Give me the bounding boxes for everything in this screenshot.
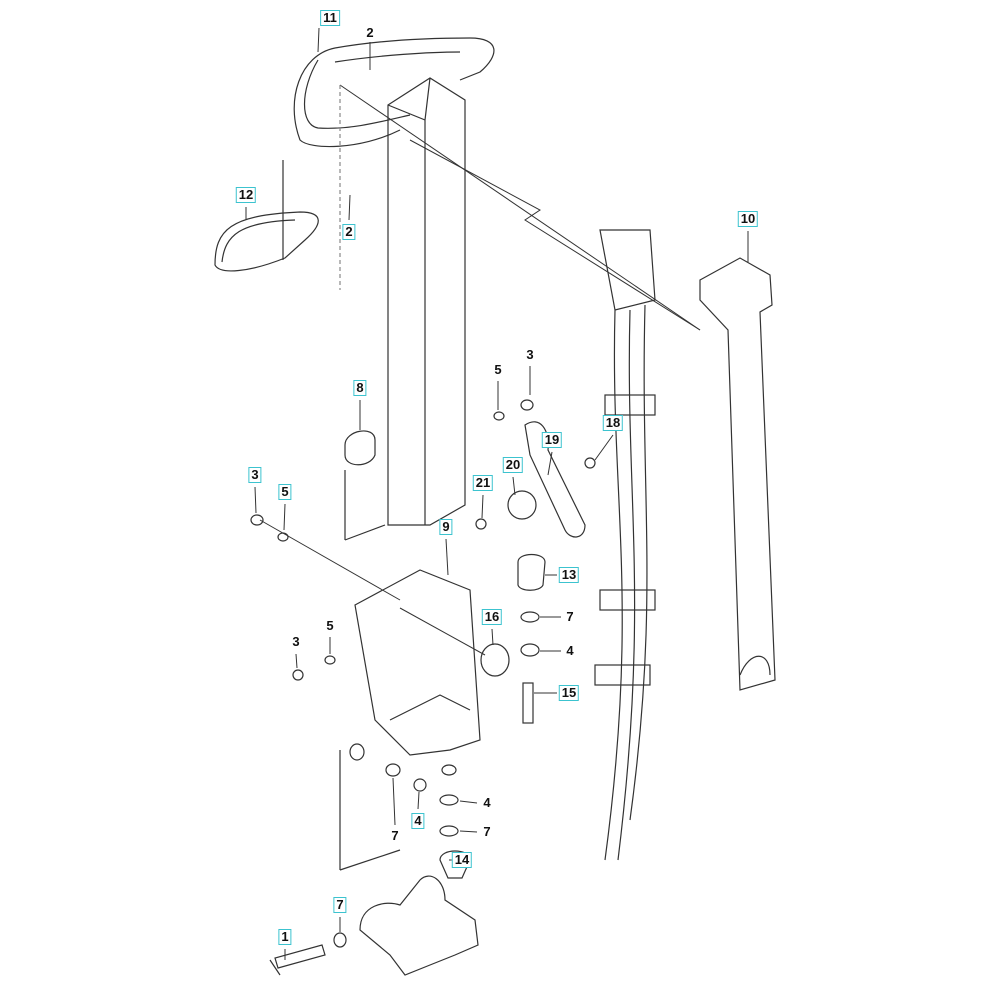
callout-11[interactable]: 11 <box>320 10 340 26</box>
callout-18[interactable]: 18 <box>602 415 624 431</box>
bumper-20 <box>507 490 537 520</box>
callout-14[interactable]: 14 <box>451 852 473 868</box>
callout-5[interactable]: 5 <box>494 362 502 377</box>
callout-7d[interactable]: 7 <box>333 897 347 913</box>
callout-21[interactable]: 21 <box>472 475 494 491</box>
callout-3[interactable]: 3 <box>526 347 534 362</box>
callout-20[interactable]: 20 <box>502 457 524 473</box>
callout-8[interactable]: 8 <box>353 380 367 396</box>
loop-handle <box>214 211 319 272</box>
callout-7b[interactable]: 7 <box>391 828 399 843</box>
main-column <box>387 77 466 526</box>
handle-bar <box>293 37 495 148</box>
rubber-bumper-16 <box>480 643 510 677</box>
callout-5c[interactable]: 5 <box>326 618 334 633</box>
callout-10[interactable]: 10 <box>737 211 759 227</box>
rubber-bumper-8 <box>344 430 376 466</box>
callout-9[interactable]: 9 <box>439 519 453 535</box>
callout-13[interactable]: 13 <box>558 567 580 583</box>
callout-19[interactable]: 19 <box>541 432 563 448</box>
callout-15[interactable]: 15 <box>558 685 580 701</box>
callout-4b[interactable]: 4 <box>483 795 491 810</box>
callout-7[interactable]: 7 <box>566 609 574 624</box>
callout-4[interactable]: 4 <box>566 643 574 658</box>
callout-5b[interactable]: 5 <box>278 484 292 500</box>
hydraulic-lines <box>599 229 656 861</box>
mount-bracket <box>354 569 481 756</box>
callout-2[interactable]: 2 <box>366 25 374 40</box>
callout-3c[interactable]: 3 <box>292 634 300 649</box>
lever-19 <box>524 421 586 538</box>
callout-7c[interactable]: 7 <box>483 824 491 839</box>
bolt-1 <box>269 944 326 976</box>
callout-1[interactable]: 1 <box>278 929 292 945</box>
hinge-bracket <box>359 875 479 976</box>
callout-3b[interactable]: 3 <box>248 467 262 483</box>
side-frame <box>699 257 776 691</box>
callout-4c[interactable]: 4 <box>411 813 425 829</box>
callout-2b[interactable]: 2 <box>342 224 356 240</box>
rubber-bumper-13 <box>517 553 546 591</box>
callout-16[interactable]: 16 <box>481 609 503 625</box>
callout-12[interactable]: 12 <box>235 187 257 203</box>
